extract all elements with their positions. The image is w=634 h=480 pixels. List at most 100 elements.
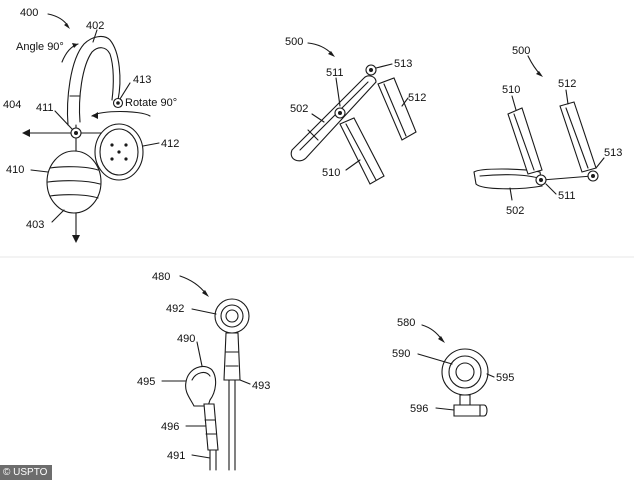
ref-403: 403 <box>26 219 44 231</box>
cup-512b <box>559 101 597 173</box>
leader-491 <box>191 454 211 459</box>
leader-402 <box>92 29 98 43</box>
ref-412: 412 <box>161 138 179 150</box>
leader-411 <box>54 110 73 130</box>
ref-480: 480 <box>152 271 170 283</box>
earpiece-figure: 580 590 595 596 <box>392 317 514 417</box>
band-502b-inner <box>479 174 539 179</box>
leader-512b <box>565 89 569 105</box>
hinge-513-pin <box>369 68 373 72</box>
cup-510b-inner <box>513 113 535 171</box>
leader-400 <box>47 13 69 27</box>
earbud-492-ring <box>220 304 244 328</box>
hinge-511b-pin <box>539 178 543 182</box>
vertical-axis-arrowhead <box>72 235 80 243</box>
ref-502a: 502 <box>290 103 308 115</box>
left-cup-line-1 <box>49 166 99 171</box>
band-502b-link <box>541 175 593 181</box>
ref-512b: 512 <box>558 78 576 90</box>
ref-410: 410 <box>6 164 24 176</box>
cup-512b-inner <box>565 107 589 169</box>
earbud-figure: 480 492 490 495 493 496 491 <box>137 271 270 471</box>
ref-513a: 513 <box>394 58 412 70</box>
ref-500a: 500 <box>285 36 303 48</box>
ref-595: 595 <box>496 372 514 384</box>
ref-491: 491 <box>167 450 185 462</box>
leader-410 <box>30 169 49 173</box>
speaker-hole <box>117 150 121 154</box>
ref-580: 580 <box>397 317 415 329</box>
leader-500b-arrowhead <box>536 71 543 77</box>
horizontal-axis-arrowhead <box>22 129 30 137</box>
folded-headphone-figure-a: 500 511 513 502 512 510 <box>285 36 426 185</box>
ref-590: 590 <box>392 348 410 360</box>
speaker-hole <box>124 143 128 147</box>
earbud-490-detail <box>191 371 211 381</box>
band-502b <box>473 168 543 190</box>
leader-500b <box>527 55 541 75</box>
angle-arrowhead <box>72 43 78 48</box>
hinge-411-pin <box>74 131 78 135</box>
ref-413: 413 <box>133 74 151 86</box>
earpiece-590-center <box>455 362 475 382</box>
ref-493: 493 <box>252 380 270 392</box>
leader-513a <box>375 63 393 69</box>
cup-510b <box>507 107 543 175</box>
leader-502a <box>311 113 325 123</box>
earbud-492-stem <box>223 332 241 381</box>
ref-511b: 511 <box>558 190 576 202</box>
ref-510a: 510 <box>322 167 340 179</box>
earpiece-590-ring <box>448 355 482 389</box>
earbud-492-head <box>214 298 250 334</box>
leader-493 <box>239 379 251 385</box>
speaker-hole <box>110 143 114 147</box>
right-ear-cup-rim <box>99 128 139 176</box>
leader-500a-arrowhead <box>328 51 335 57</box>
ref-402: 402 <box>86 20 104 32</box>
headband-outer <box>67 35 121 126</box>
uspto-watermark: © USPTO <box>0 465 53 480</box>
ref-511a: 511 <box>326 67 344 79</box>
rotate-arrowhead <box>92 112 98 119</box>
leader-513b <box>595 157 605 169</box>
leader-492 <box>191 308 217 315</box>
leader-413 <box>119 82 131 100</box>
earpiece-596-stem <box>453 404 488 417</box>
leader-480-arrowhead <box>202 290 209 297</box>
band-502-seam <box>307 129 319 141</box>
ref-490: 490 <box>177 333 195 345</box>
leader-595 <box>486 373 495 378</box>
ref-496: 496 <box>161 421 179 433</box>
leader-580 <box>421 324 443 341</box>
cup-512 <box>377 77 417 141</box>
leader-480 <box>179 275 207 295</box>
hinge-511-pin <box>338 111 342 115</box>
earpiece-neck <box>459 394 471 406</box>
ref-512a: 512 <box>408 92 426 104</box>
folded-headphone-figure-b: 500 510 512 513 502 511 <box>473 45 622 217</box>
leader-510b <box>511 95 517 111</box>
earbud-490-stem <box>203 403 219 451</box>
cup-510-inner <box>345 123 377 181</box>
left-cup-line-2 <box>47 180 101 185</box>
ref-500b: 500 <box>512 45 530 57</box>
speaker-hole <box>110 157 114 161</box>
ref-400: 400 <box>20 7 38 19</box>
leader-403 <box>51 209 65 223</box>
hinge-513b-pin <box>591 174 595 178</box>
cup-512-inner <box>383 83 407 137</box>
ref-492: 492 <box>166 303 184 315</box>
band-502-inner <box>299 81 369 151</box>
leader-502b <box>509 187 513 201</box>
ref-596: 596 <box>410 403 428 415</box>
leader-590 <box>417 353 453 365</box>
leader-596 <box>435 407 455 411</box>
ref-404: 404 <box>3 99 21 111</box>
band-502 <box>290 75 377 162</box>
left-cup-line-3 <box>49 194 99 199</box>
ref-411: 411 <box>36 102 54 114</box>
ref-510b: 510 <box>502 84 520 96</box>
earbud-490-head <box>185 365 217 407</box>
hinge-413-pin <box>116 101 120 105</box>
